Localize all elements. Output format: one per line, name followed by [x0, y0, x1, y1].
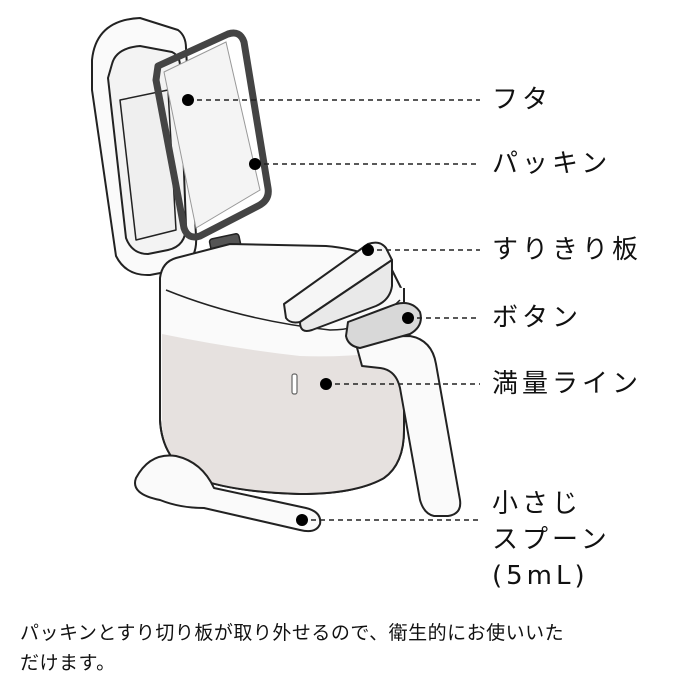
- label-spoon-line1: 小さじ: [492, 489, 583, 519]
- label-spoon-line2: スプーン: [492, 525, 611, 555]
- caption-line2: だけます。: [20, 652, 116, 674]
- label-spoon: 小さじ スプーン (5mL): [492, 486, 611, 594]
- leader-lines: [188, 99, 480, 521]
- leader-dot-leveling-plate: [362, 244, 374, 256]
- label-fill-line: 満量ライン: [492, 369, 643, 399]
- leveling-plate-illustration: [283, 241, 393, 332]
- caption-line1: パッキンとすり切り板が取り外せるので、衛生的にお使いいた: [20, 622, 565, 644]
- label-gasket: パッキン: [492, 149, 612, 179]
- label-spoon-line3: (5mL): [492, 561, 589, 591]
- label-leveling-plate: すりきり板: [492, 235, 643, 265]
- product-diagram: [91, 17, 480, 533]
- container-illustration: [159, 243, 405, 495]
- label-lid: フタ: [492, 85, 553, 115]
- leader-dot-button: [402, 312, 414, 324]
- leader-dot-spoon: [296, 514, 308, 526]
- caption: パッキンとすり切り板が取り外せるので、衛生的にお使いいた だけます。: [20, 618, 680, 678]
- spoon-illustration: [134, 454, 322, 533]
- leader-dot-lid: [182, 94, 194, 106]
- button-illustration: [345, 302, 422, 349]
- handle-illustration: [355, 335, 462, 517]
- leader-dot-fill-line: [320, 378, 332, 390]
- leader-dot-gasket: [249, 158, 261, 170]
- leader-dots: [182, 94, 414, 526]
- label-button: ボタン: [492, 303, 583, 333]
